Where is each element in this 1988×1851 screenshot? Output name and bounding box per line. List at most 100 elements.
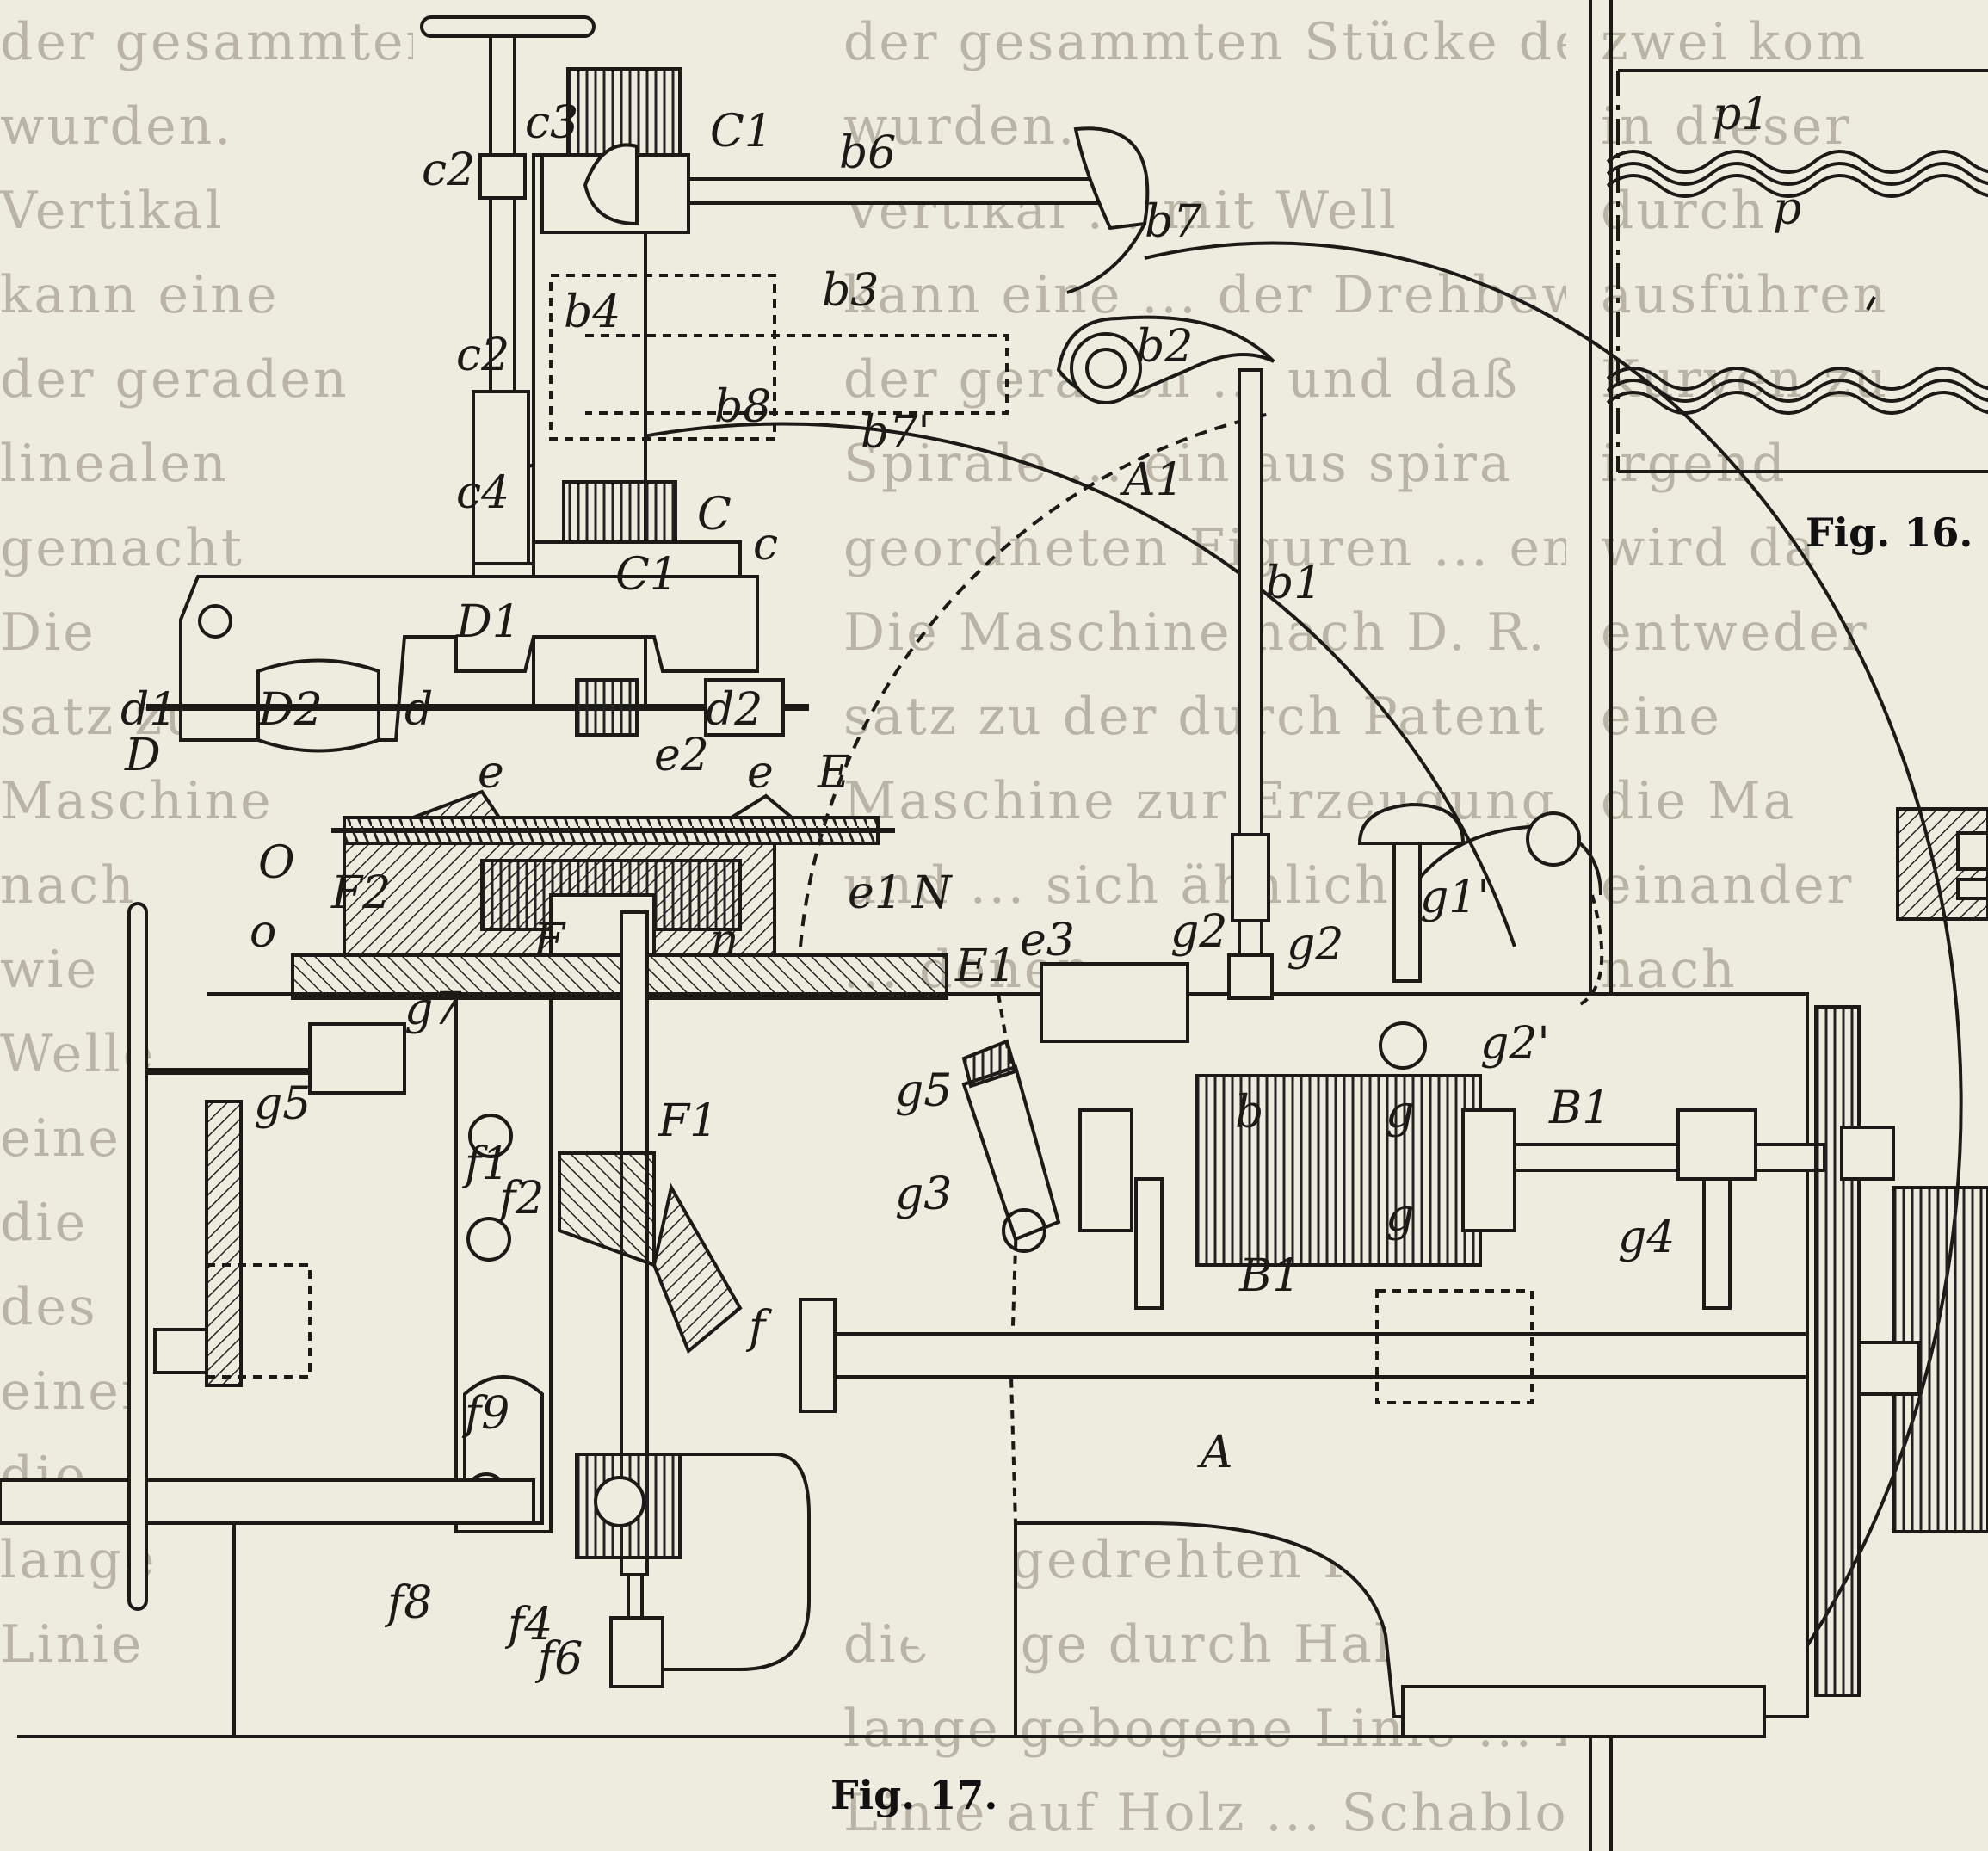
label-b1: b1 [1265, 558, 1322, 609]
label-D2: D2 [257, 684, 323, 736]
label-d: d [404, 684, 433, 736]
bleed-through-line: die [0, 1193, 89, 1253]
bleed-through-line: des [0, 1277, 98, 1337]
bleed-through-line: Die [0, 602, 96, 663]
bleed-through-line: nach [0, 855, 137, 916]
label-O: O [258, 837, 295, 889]
figure-17 [0, 15, 1988, 1738]
lever-g2-dashed [1574, 894, 1604, 1009]
label-g4: g4 [1618, 1212, 1675, 1263]
handle-top [420, 15, 596, 38]
left-dashed-block [205, 1263, 312, 1379]
big-gear [1814, 1005, 1861, 1697]
label-b3: b3 [822, 265, 879, 317]
label-C1-bottom: C1 [615, 549, 678, 601]
fig17-labels: c3 c2 C1 b6 b7 b3 b4 b2 b8 b7' c2 c4 C C… [120, 97, 1675, 1685]
bleed-through-line: wie [0, 940, 100, 1000]
bleed-through-line: und ... sich ähnlich [843, 855, 1392, 916]
dashed-bracket [585, 334, 1009, 415]
label-p1: p1 [1713, 89, 1769, 140]
big-gear-hub [1840, 1126, 1895, 1181]
wavy-strip-upper-b [1606, 162, 1988, 186]
shaft-B1 [1513, 1143, 1826, 1172]
dashed-housing [1375, 1289, 1534, 1404]
label-c: c [753, 519, 778, 571]
bleed-through-line: linealen [0, 434, 229, 494]
column-top-cylinder [566, 67, 682, 157]
label-C: C [697, 489, 732, 540]
bleed-through-line: eine [1601, 687, 1722, 747]
bleed-through-line: kann eine ... der Drehbewegun [843, 265, 1566, 325]
label-g2-prime: g2' [1480, 1018, 1550, 1070]
fig16-caption: Fig. 16. [1806, 509, 1973, 556]
label-E1: E1 [954, 941, 1016, 992]
pin-g [1379, 1021, 1427, 1070]
clamp-block-d2 [704, 678, 785, 737]
bleed-through-line: nach [1601, 940, 1738, 1000]
bleed-through-line: wurden. [843, 96, 1077, 157]
label-c2-top: c2 [422, 145, 475, 196]
wavy-strip-lower-a [1606, 367, 1988, 391]
cylinder-e2 [1040, 962, 1189, 1043]
label-b8: b8 [714, 381, 771, 433]
arm-eye-lower [466, 1217, 511, 1262]
label-d2: d2 [706, 684, 762, 736]
shaft-bearing-left [799, 1298, 837, 1413]
support-left [1134, 1177, 1164, 1310]
label-F: F [533, 915, 566, 966]
bleed-through-line: entweder [1601, 602, 1869, 663]
body-foot [1401, 1685, 1766, 1738]
bleed-through-line: in dieser [1601, 96, 1852, 157]
bleed-through-line: einer [0, 1361, 149, 1422]
lower-shaft [816, 1332, 1809, 1379]
label-g-lower: g [1386, 1190, 1414, 1242]
wavy-strip-upper-c [1606, 174, 1988, 198]
bleed-through-line: ausführen [1601, 265, 1889, 325]
label-f2: f2 [496, 1173, 544, 1225]
lever-g1-eye [1526, 811, 1581, 867]
rod-b1-coupling [1231, 833, 1270, 922]
label-g2: g2 [1287, 919, 1343, 971]
bleed-through-line: irgend [1601, 434, 1787, 494]
lever-g1 [1357, 802, 1466, 845]
drum-right-disc [1461, 1108, 1516, 1232]
bevel-gear-hub [558, 1151, 656, 1268]
bleed-through-line: der gesammten Stücke [0, 12, 413, 72]
arm-curve-b7 [1066, 223, 1146, 294]
label-g2-upper: g2 [1170, 906, 1227, 958]
label-e-right: e [747, 747, 774, 799]
left-plate [205, 1100, 243, 1387]
bleed-through-line: Maschine [0, 771, 274, 831]
bleed-through-line: wird da [1601, 518, 1818, 578]
label-g5-left: g5 [254, 1078, 311, 1130]
crank-foot [609, 1616, 664, 1688]
frame-arc-dashed [799, 411, 1275, 947]
rod-b1-nut [1227, 953, 1274, 1000]
bleed-through-line: zwei kom [1601, 12, 1868, 72]
collar-cap [583, 143, 639, 226]
label-D: D [124, 730, 161, 781]
frame-arc-inner [477, 422, 1516, 947]
bevel-gear-f [651, 1182, 743, 1354]
label-e: e [478, 747, 504, 799]
fig16-tick [1866, 296, 1876, 311]
gear-segment-g5 [961, 1039, 1018, 1089]
clamp-eye [198, 604, 232, 639]
label-b2: b2 [1136, 321, 1193, 373]
label-f9: f9 [461, 1388, 509, 1440]
arm-eye-b2 [1070, 332, 1142, 404]
label-g: g [1386, 1087, 1414, 1138]
label-c4: c4 [456, 467, 509, 519]
label-f8: f8 [384, 1577, 432, 1629]
bleed-through-line: der geraden [0, 349, 349, 410]
pulley-hub [1857, 1341, 1921, 1396]
column-lower-cylinder [562, 480, 677, 544]
label-e1: e1 [848, 867, 903, 919]
arm-eye-b2-inner [1085, 348, 1127, 389]
bleed-through-line: eine [0, 1108, 121, 1169]
label-b7: b7 [1145, 196, 1202, 248]
fig17-caption: Fig. 17. [830, 1772, 997, 1818]
bleed-through-line: satz zu der durch Patent ... und [843, 687, 1566, 747]
